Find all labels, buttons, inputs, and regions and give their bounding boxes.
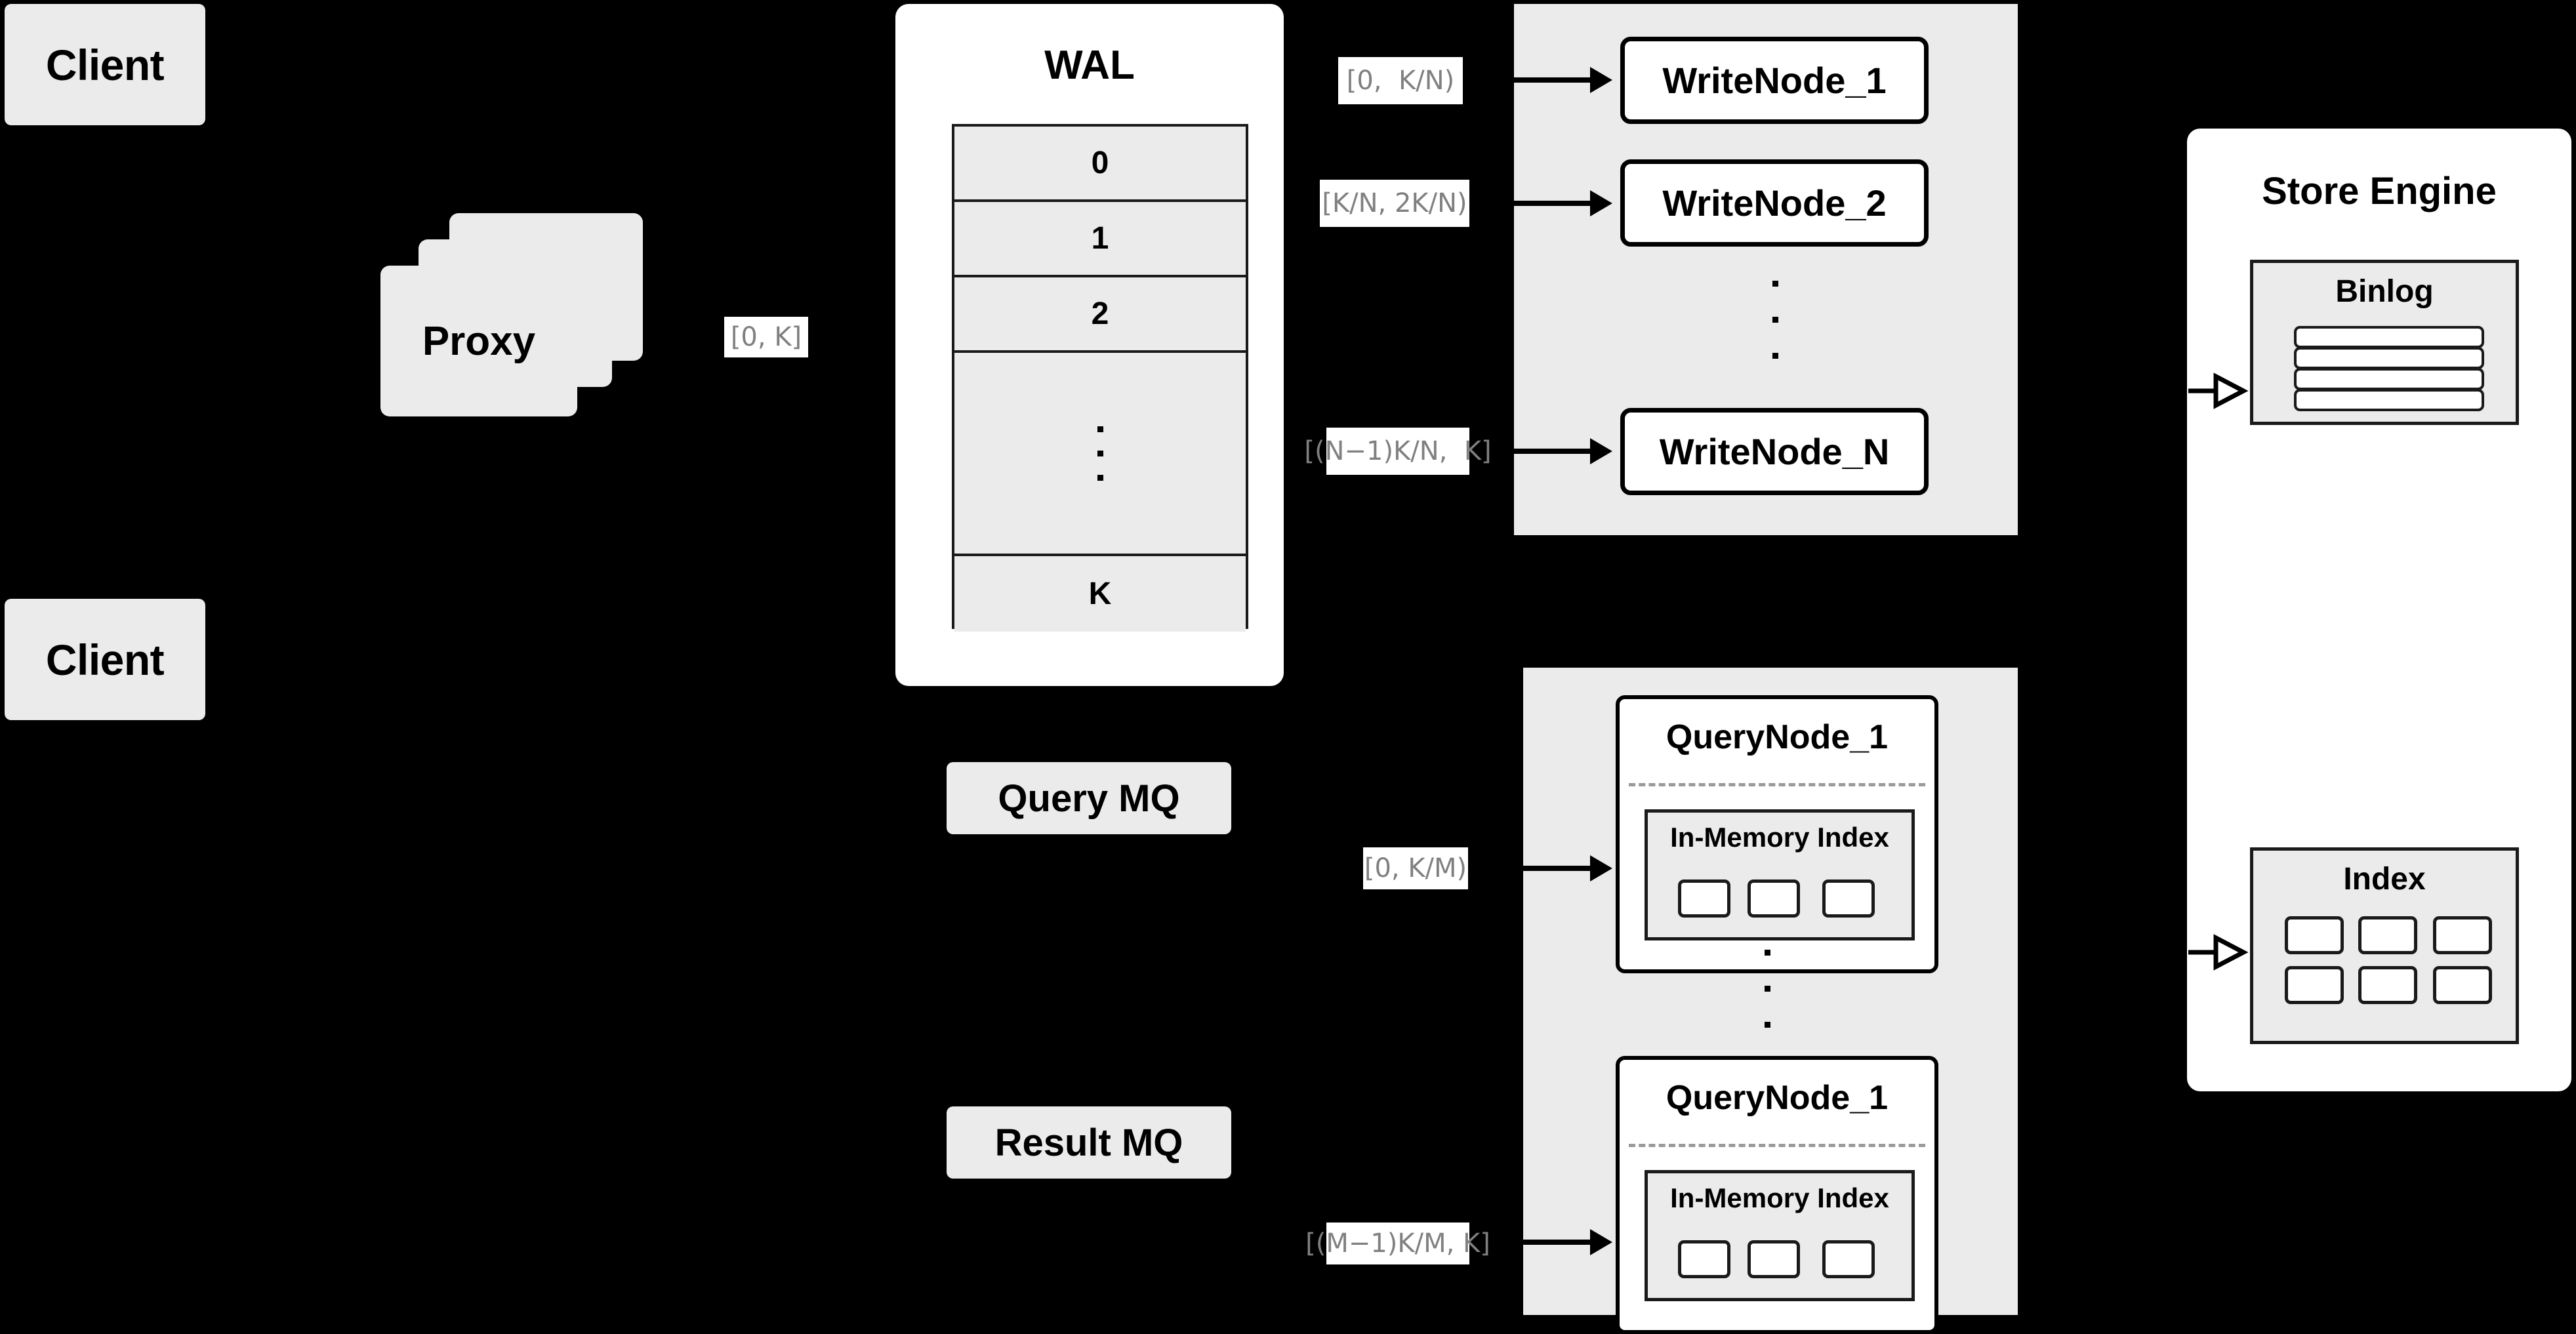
- write-arrow-head-1: [1590, 67, 1612, 93]
- query-arrow-head-1: [1590, 855, 1612, 881]
- client-box-2[interactable]: Client: [5, 599, 205, 720]
- wal-row[interactable]: 2: [954, 277, 1246, 353]
- wal-panel: WAL 0 1 2 K: [895, 4, 1284, 686]
- write-arrow-line-1: [1514, 77, 1593, 83]
- binlog-entry[interactable]: [2294, 368, 2484, 390]
- index-segment[interactable]: [1748, 879, 1800, 918]
- query-mq-label: Query MQ: [998, 777, 1180, 820]
- index-cell[interactable]: [2433, 916, 2492, 954]
- write-range-text: [K/N, 2K/N): [1322, 188, 1467, 218]
- index-cell[interactable]: [2285, 916, 2344, 954]
- wal-row-label: K: [1088, 576, 1112, 611]
- query-range-label-1: [0, K/M): [1363, 847, 1468, 889]
- index-cell[interactable]: [2358, 916, 2417, 954]
- binlog-title: Binlog: [2335, 274, 2434, 309]
- query-node-title: QueryNode_1: [1666, 1079, 1889, 1117]
- write-node-n[interactable]: WriteNode_N: [1620, 408, 1929, 495]
- query-range-text: [(M−1)K/M, K]: [1305, 1228, 1490, 1259]
- client-label: Client: [45, 40, 165, 89]
- store-engine-title: Store Engine: [2262, 170, 2497, 212]
- wal-entries-table: 0 1 2 K: [952, 124, 1248, 632]
- proxy-range-text: [0, K]: [730, 322, 802, 352]
- write-node-label: WriteNode_2: [1662, 182, 1887, 224]
- index-segment[interactable]: [1678, 879, 1730, 918]
- index-cell[interactable]: [2285, 966, 2344, 1004]
- index-segment[interactable]: [1822, 879, 1875, 918]
- write-arrow-head-n: [1590, 438, 1612, 464]
- write-node-2[interactable]: WriteNode_2: [1620, 159, 1929, 247]
- vertical-dots-icon: [1097, 426, 1103, 481]
- proxy-label: Proxy: [422, 318, 536, 364]
- query-range-text: [0, K/M): [1364, 853, 1467, 883]
- index-title: Index: [2343, 862, 2426, 897]
- wal-row-ellipsis: [954, 353, 1246, 556]
- query-arrow-line-m: [1523, 1240, 1593, 1245]
- wal-title: WAL: [1044, 43, 1135, 88]
- client-label: Client: [45, 635, 165, 684]
- index-cell[interactable]: [2358, 966, 2417, 1004]
- index-cell[interactable]: [2433, 966, 2492, 1004]
- in-memory-index-title: In-Memory Index: [1670, 1182, 1889, 1213]
- query-node-separator: [1629, 783, 1925, 786]
- write-arrow-head-2: [1590, 190, 1612, 216]
- write-node-label: WriteNode_N: [1659, 431, 1890, 472]
- in-memory-index-title: In-Memory Index: [1670, 822, 1889, 853]
- client-box-1[interactable]: Client: [5, 4, 205, 125]
- write-node-label: WriteNode_1: [1662, 60, 1887, 101]
- wal-row-label: 1: [1091, 221, 1109, 256]
- query-cluster-ellipsis-icon: [1765, 950, 1770, 1028]
- write-range-label-1: [0, K/N): [1338, 57, 1463, 104]
- index-segment[interactable]: [1678, 1240, 1730, 1278]
- store-engine-panel: Store Engine Binlog Index: [2187, 129, 2571, 1091]
- proxy-range-label: [0, K]: [724, 317, 808, 357]
- binlog-entry[interactable]: [2294, 326, 2484, 348]
- wal-row-label: 0: [1091, 146, 1109, 180]
- query-node-m[interactable]: QueryNode_1 In-Memory Index: [1616, 1056, 1938, 1334]
- query-node-title: QueryNode_1: [1666, 718, 1889, 756]
- binlog-entry[interactable]: [2294, 347, 2484, 369]
- write-arrow-line-2: [1514, 201, 1593, 206]
- proxy-front[interactable]: Proxy: [380, 266, 577, 416]
- query-mq-box[interactable]: Query MQ: [947, 762, 1231, 834]
- query-range-label-m: [(M−1)K/M, K]: [1305, 1223, 1490, 1264]
- write-range-label-n: [(N−1)K/N, K]: [1304, 428, 1492, 475]
- wal-row[interactable]: 0: [954, 127, 1246, 202]
- write-cluster-ellipsis-icon: [1772, 281, 1778, 359]
- in-memory-index-box: In-Memory Index: [1645, 1170, 1915, 1301]
- result-mq-box[interactable]: Result MQ: [947, 1106, 1231, 1179]
- write-node-1[interactable]: WriteNode_1: [1620, 37, 1929, 124]
- binlog-box: Binlog: [2250, 260, 2519, 425]
- proxy-stack[interactable]: Proxy: [380, 213, 669, 430]
- index-segment[interactable]: [1822, 1240, 1875, 1278]
- query-node-1[interactable]: QueryNode_1 In-Memory Index: [1616, 695, 1938, 973]
- query-arrow-head-m: [1590, 1229, 1612, 1255]
- in-memory-index-box: In-Memory Index: [1645, 809, 1915, 940]
- wal-row-label: 2: [1091, 296, 1109, 331]
- binlog-entry[interactable]: [2294, 389, 2484, 411]
- result-mq-label: Result MQ: [994, 1121, 1183, 1164]
- write-range-text: [0, K/N): [1346, 66, 1455, 96]
- write-arrow-line-n: [1514, 449, 1593, 454]
- query-node-separator: [1629, 1144, 1925, 1147]
- wal-row[interactable]: K: [954, 556, 1246, 632]
- write-range-text: [(N−1)K/N, K]: [1304, 436, 1492, 466]
- query-arrow-line-1: [1523, 866, 1593, 871]
- index-box: Index: [2250, 847, 2519, 1044]
- write-range-label-2: [K/N, 2K/N): [1320, 180, 1469, 227]
- wal-row[interactable]: 1: [954, 202, 1246, 277]
- index-segment[interactable]: [1748, 1240, 1800, 1278]
